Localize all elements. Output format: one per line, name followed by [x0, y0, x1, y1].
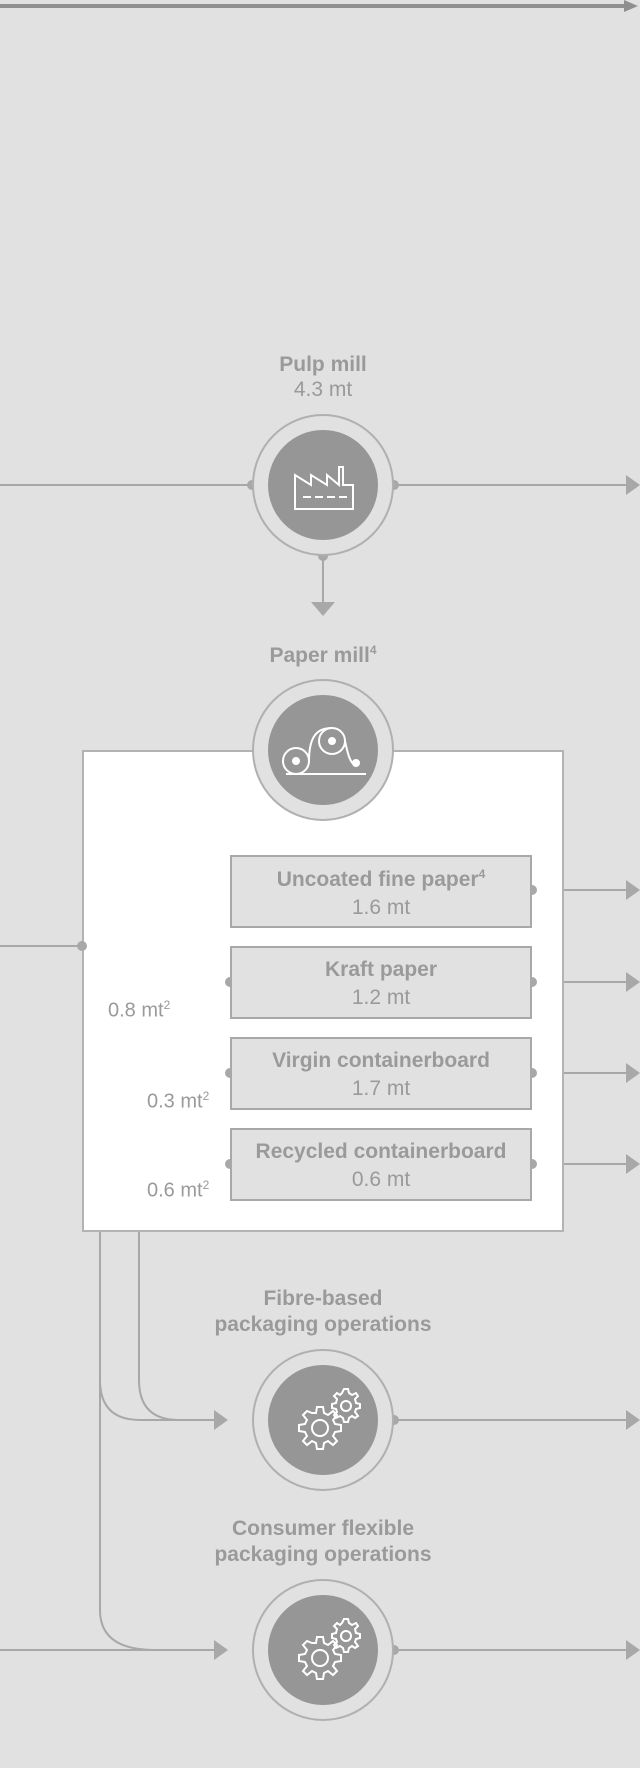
paper-mill-title: Paper mill	[269, 644, 370, 667]
product-box-kraft: Kraft paper 1.2 mt	[230, 946, 532, 1019]
product-sup: 4	[478, 867, 486, 881]
product-title: Kraft paper	[324, 958, 438, 981]
fibre-packaging-title-1: Fibre-based	[263, 1287, 383, 1310]
paper-rollers-icon	[282, 727, 366, 775]
gears-icon	[298, 1388, 361, 1450]
product-box-recycled: Recycled containerboard 0.6 mt	[230, 1128, 532, 1201]
consumer-packaging-title-2: packaging operations	[214, 1543, 432, 1566]
flow-label-recycled: 0.6 mt2	[147, 1178, 209, 1203]
fibre-packaging-label: Fibre-based packaging operations	[173, 1288, 473, 1335]
product-title: Uncoated fine paper	[276, 868, 479, 891]
product-value: 0.6 mt	[351, 1168, 411, 1191]
flow-value: 0.8 mt	[108, 999, 164, 1022]
flow-value: 0.6 mt	[147, 1179, 203, 1202]
product-value: 1.7 mt	[351, 1077, 411, 1100]
flow-sup: 2	[202, 1178, 210, 1192]
consumer-packaging-title-1: Consumer flexible	[231, 1517, 415, 1540]
product-value: 1.6 mt	[351, 896, 411, 919]
flow-label-virgin: 0.3 mt2	[147, 1089, 209, 1114]
gears-icon	[298, 1618, 361, 1680]
product-title: Recycled containerboard	[255, 1140, 507, 1163]
flow-sup: 2	[163, 998, 171, 1012]
factory-icon	[294, 466, 354, 510]
product-title: Virgin containerboard	[272, 1049, 490, 1072]
flow-label-kraft: 0.8 mt2	[108, 998, 170, 1023]
pulp-mill-title: Pulp mill	[279, 353, 367, 376]
fibre-packaging-title-2: packaging operations	[214, 1313, 432, 1336]
virgin-flow-path	[138, 1072, 230, 1421]
flow-value: 0.3 mt	[147, 1090, 203, 1113]
flow-sup: 2	[202, 1089, 210, 1103]
pulp-mill-label: Pulp mill 4.3 mt	[223, 354, 423, 400]
product-box-virgin: Virgin containerboard 1.7 mt	[230, 1037, 532, 1110]
product-value: 1.2 mt	[351, 986, 411, 1009]
paper-mill-label: Paper mill4	[223, 644, 423, 666]
pulp-mill-disc	[268, 430, 378, 540]
pulp-mill-value: 4.3 mt	[293, 378, 353, 401]
product-box-uncoated: Uncoated fine paper4 1.6 mt	[230, 855, 532, 928]
consumer-packaging-label: Consumer flexible packaging operations	[173, 1518, 473, 1565]
paper-mill-sup: 4	[369, 643, 377, 657]
